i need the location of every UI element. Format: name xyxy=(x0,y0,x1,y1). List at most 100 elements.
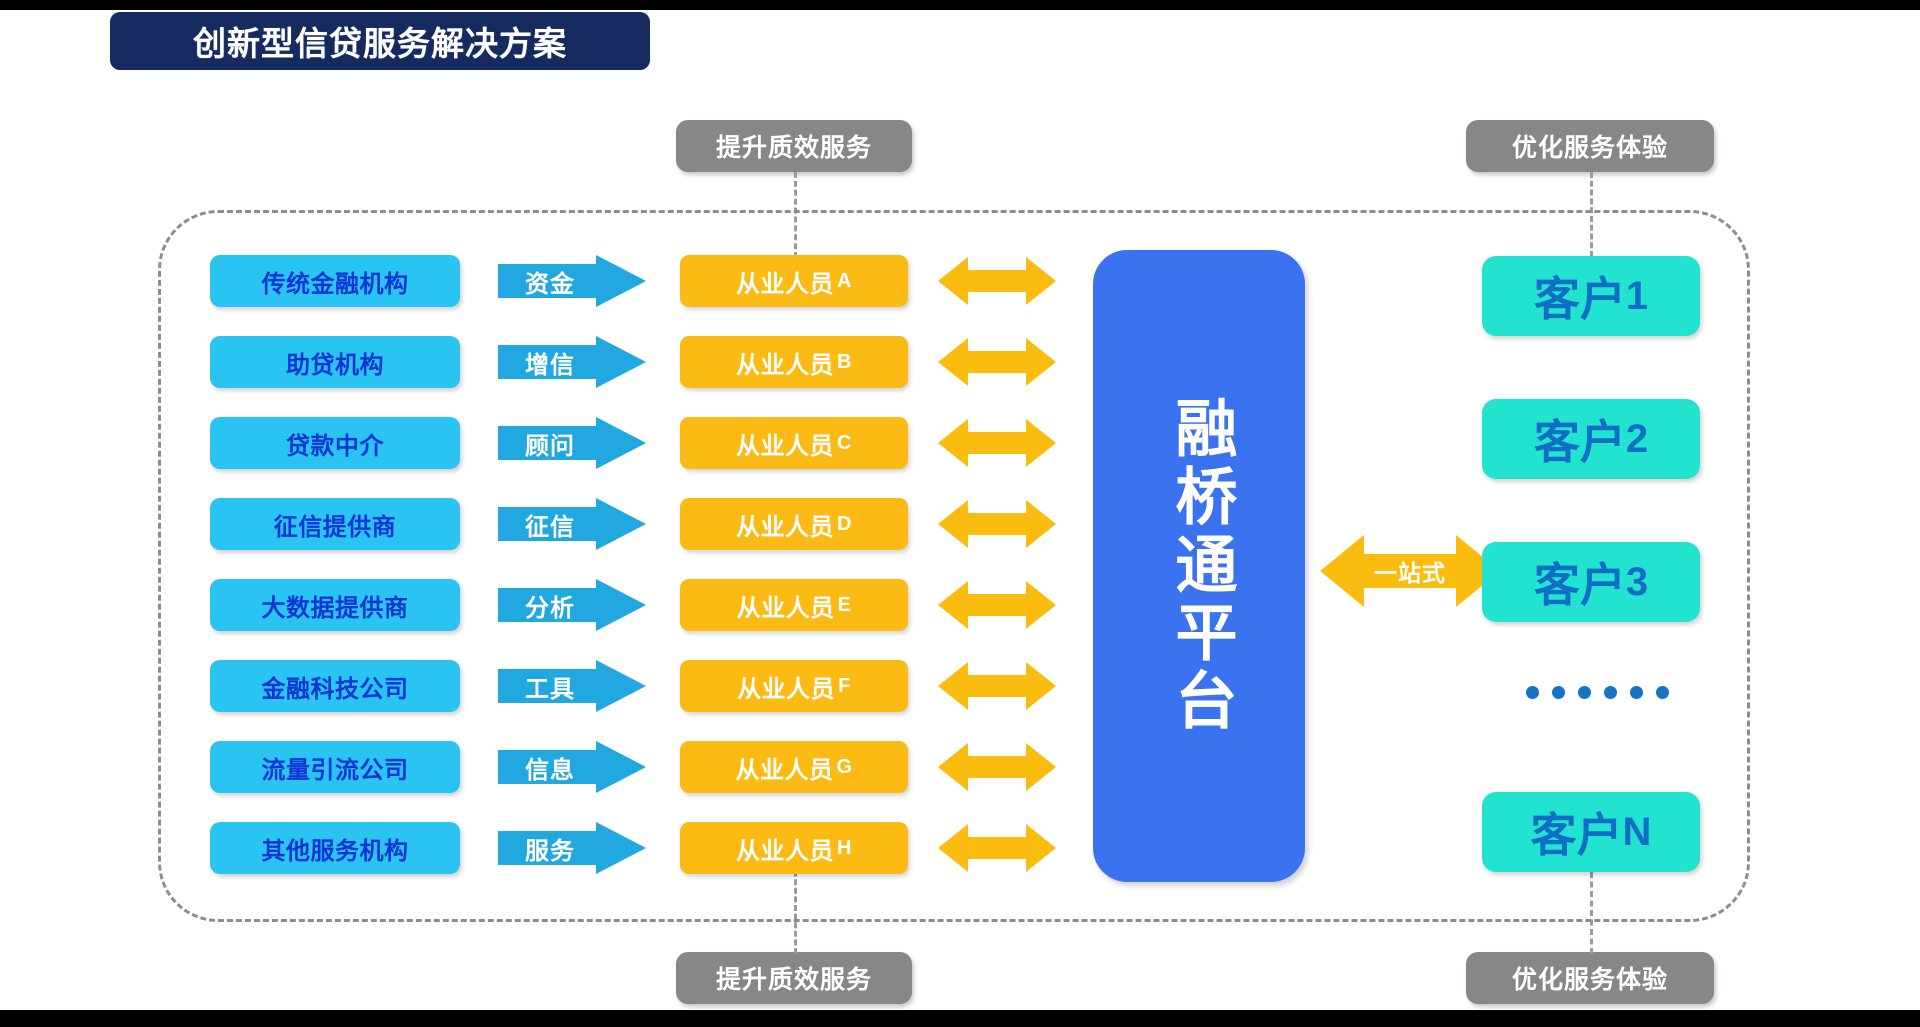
flow-arrow-6: 工具 xyxy=(498,660,646,712)
provider-box-2[interactable]: 助贷机构 xyxy=(210,336,460,388)
annotation-bottom-right: 优化服务体验 xyxy=(1466,952,1714,1004)
arrow-head-icon xyxy=(596,660,646,712)
bottom-letterbox-bar xyxy=(0,1010,1920,1027)
arrow-body xyxy=(962,432,1032,454)
arrow-right-head-icon xyxy=(1026,581,1056,629)
arrow-head-icon xyxy=(596,417,646,469)
ellipsis-dot xyxy=(1552,686,1565,699)
flow-arrow-5: 分析 xyxy=(498,579,646,631)
flow-arrow-7: 信息 xyxy=(498,741,646,793)
flow-label: 分析 xyxy=(525,594,575,622)
arrow-head-icon xyxy=(596,822,646,874)
arrow-body xyxy=(498,426,602,460)
connector-top-middle xyxy=(794,172,797,267)
flow-arrow-8: 服务 xyxy=(498,822,646,874)
bidirectional-arrow-2 xyxy=(938,338,1056,386)
arrow-body xyxy=(498,750,602,784)
arrow-right-head-icon xyxy=(1026,419,1056,467)
ellipsis-dot xyxy=(1604,686,1617,699)
annotation-top-right-label: 优化服务体验 xyxy=(1511,134,1668,162)
one-stop-arrow: 一站式 xyxy=(1320,535,1500,607)
arrow-body xyxy=(498,588,602,622)
annotation-top-middle: 提升质效服务 xyxy=(676,120,912,172)
ecosystem-boundary xyxy=(158,210,1750,922)
staff-label: 从业人员 xyxy=(736,837,835,865)
platform-box[interactable]: 融桥通平台 xyxy=(1093,250,1305,882)
flow-label: 顾问 xyxy=(525,432,575,460)
staff-label: 从业人员 xyxy=(735,756,834,784)
arrow-body xyxy=(962,270,1032,292)
flow-label: 资金 xyxy=(525,270,575,298)
flow-label: 信息 xyxy=(525,756,575,784)
staff-suffix: G xyxy=(836,755,853,778)
arrow-head-icon xyxy=(596,741,646,793)
bidirectional-arrow-5 xyxy=(938,581,1056,629)
platform-label: 融桥通平台 xyxy=(1165,396,1235,736)
flow-arrow-1: 资金 xyxy=(498,255,646,307)
flow-label: 服务 xyxy=(525,837,575,865)
customer-ellipsis xyxy=(1526,686,1669,699)
provider-box-3[interactable]: 贷款中介 xyxy=(210,417,460,469)
arrow-body xyxy=(498,507,602,541)
arrow-body xyxy=(962,837,1032,859)
arrow-right-head-icon xyxy=(1026,500,1056,548)
bidirectional-arrow-1 xyxy=(938,257,1056,305)
arrow-right-head-icon xyxy=(1026,743,1056,791)
arrow-head-icon xyxy=(596,498,646,550)
arrow-body xyxy=(962,513,1032,535)
arrow-head-icon xyxy=(596,255,646,307)
top-letterbox-bar xyxy=(0,0,1920,10)
staff-suffix: F xyxy=(838,674,851,697)
provider-box-1[interactable]: 传统金融机构 xyxy=(210,255,460,307)
provider-box-4[interactable]: 征信提供商 xyxy=(210,498,460,550)
provider-label: 贷款中介 xyxy=(286,432,384,460)
staff-label: 从业人员 xyxy=(737,675,836,703)
flow-label: 工具 xyxy=(525,675,575,703)
ellipsis-dot xyxy=(1526,686,1539,699)
arrow-body xyxy=(498,345,602,379)
bidirectional-arrow-6 xyxy=(938,662,1056,710)
arrow-right-head-icon xyxy=(1026,338,1056,386)
flow-arrow-4: 征信 xyxy=(498,498,646,550)
provider-label: 征信提供商 xyxy=(273,513,397,541)
provider-box-8[interactable]: 其他服务机构 xyxy=(210,822,460,874)
provider-label: 金融科技公司 xyxy=(261,675,409,703)
provider-label: 助贷机构 xyxy=(286,351,384,379)
provider-box-6[interactable]: 金融科技公司 xyxy=(210,660,460,712)
arrow-body xyxy=(498,831,602,865)
provider-label: 流量引流公司 xyxy=(261,756,409,784)
customer-label: 客户 xyxy=(1533,559,1626,611)
provider-label: 其他服务机构 xyxy=(261,837,409,865)
customer-index: 2 xyxy=(1625,416,1649,461)
staff-label: 从业人员 xyxy=(736,513,835,541)
arrow-head-icon xyxy=(596,579,646,631)
staff-suffix: E xyxy=(837,593,852,616)
bidirectional-arrow-8 xyxy=(938,824,1056,872)
provider-label: 传统金融机构 xyxy=(261,270,409,298)
arrow-right-head-icon xyxy=(1026,824,1056,872)
provider-box-5[interactable]: 大数据提供商 xyxy=(210,579,460,631)
staff-label: 从业人员 xyxy=(736,351,835,379)
connector-top-right xyxy=(1590,172,1593,257)
flow-label: 增信 xyxy=(525,351,575,379)
ellipsis-dot xyxy=(1656,686,1669,699)
provider-box-7[interactable]: 流量引流公司 xyxy=(210,741,460,793)
arrow-body xyxy=(962,351,1032,373)
bidirectional-arrow-4 xyxy=(938,500,1056,548)
arrow-body xyxy=(962,756,1032,778)
customer-label: 客户 xyxy=(1533,273,1626,325)
customer-index: 1 xyxy=(1625,273,1649,318)
